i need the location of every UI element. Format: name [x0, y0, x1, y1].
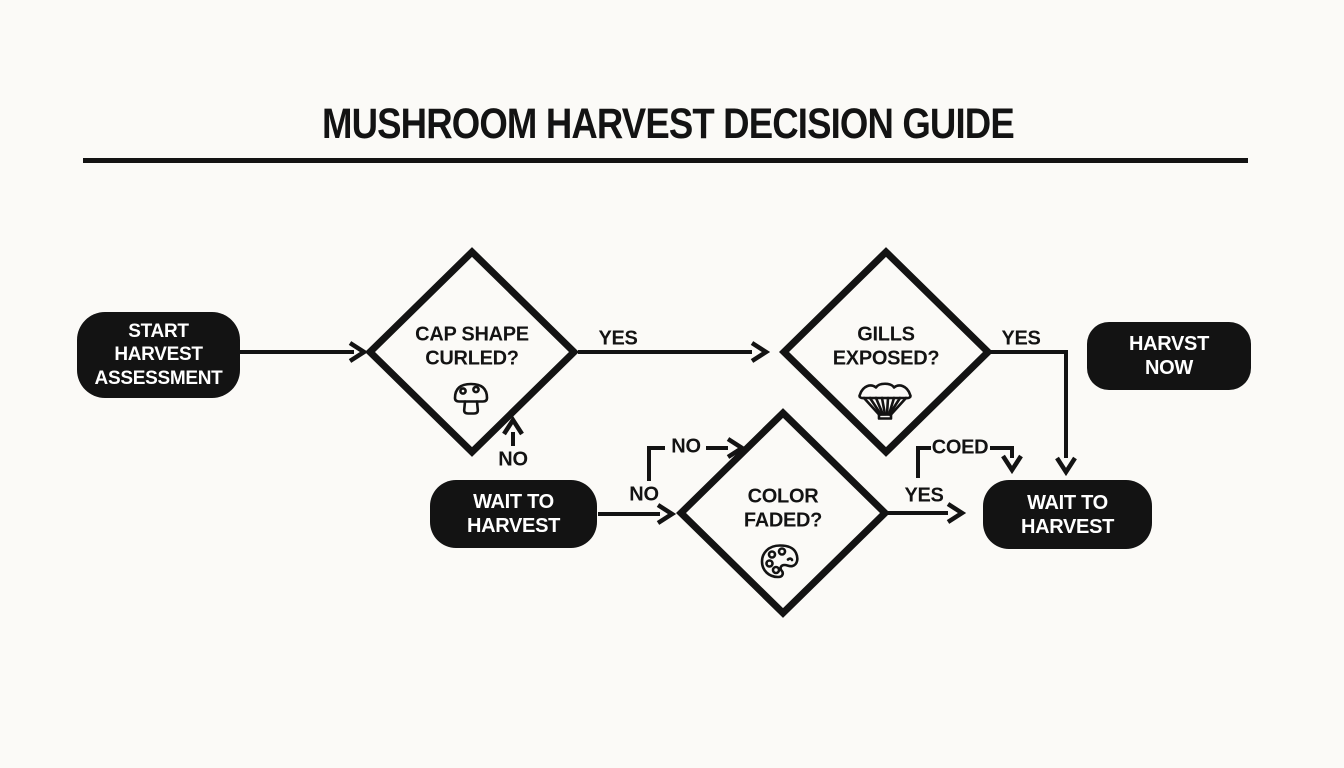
title-underline [83, 158, 1248, 163]
node-start-harvest-assessment: START HARVEST ASSESSMENT [77, 312, 240, 398]
decision-diamond-color-faded [676, 408, 890, 618]
arrowhead-right [946, 502, 967, 524]
arrowhead-up [502, 415, 524, 436]
edge-label-yes-color: YES [904, 484, 944, 507]
arrowhead-right [726, 437, 747, 459]
edge-no-bracket-left [647, 446, 665, 481]
decision-diamond-cap-shape [365, 247, 579, 457]
node-harvest-now: HARVST NOW [1087, 322, 1251, 390]
page-title: MUSHROOM HARVEST DECISION GUIDE [261, 100, 1075, 149]
gills-icon [857, 381, 913, 428]
node-wait-to-harvest-right: WAIT TO HARVEST [983, 480, 1152, 549]
edge-label-no-cap: NO [498, 448, 528, 471]
page-title-text: MUSHROOM HARVEST DECISION GUIDE [322, 100, 1015, 148]
edge-label-no-wait: NO [629, 483, 659, 506]
arrowhead-down [1055, 456, 1077, 477]
node-label: WAIT TO HARVEST [466, 491, 561, 537]
edge-coed-left [916, 446, 931, 478]
edge-label-yes-cap: YES [598, 327, 638, 350]
node-label: WAIT TO HARVEST [1020, 491, 1115, 538]
mushroom-icon [451, 380, 491, 422]
edge-label-coed: COED [931, 436, 989, 459]
decision-label-cap-shape: CAP SHAPE CURLED? [415, 323, 529, 369]
decision-label-color-faded: COLOR FADED? [743, 485, 823, 531]
decision-diamond-gills [779, 247, 993, 457]
edge-label-yes-gills: YES [1001, 327, 1041, 350]
edge-label-no-bracket: NO [671, 435, 701, 458]
arrowhead-right [348, 341, 369, 363]
arrowhead-right [750, 341, 771, 363]
decision-label-gills: GILLS EXPOSED? [832, 323, 940, 369]
edge-gills-yes-down [988, 350, 1068, 458]
arrowhead-right [656, 503, 677, 525]
node-wait-to-harvest-left: WAIT TO HARVEST [430, 480, 597, 548]
node-label: HARVST NOW [1128, 333, 1210, 379]
edge-coed-right [990, 446, 1014, 458]
node-label: START HARVEST ASSESSMENT [94, 321, 223, 389]
palette-icon [759, 543, 801, 586]
arrowhead-down [1001, 454, 1023, 475]
